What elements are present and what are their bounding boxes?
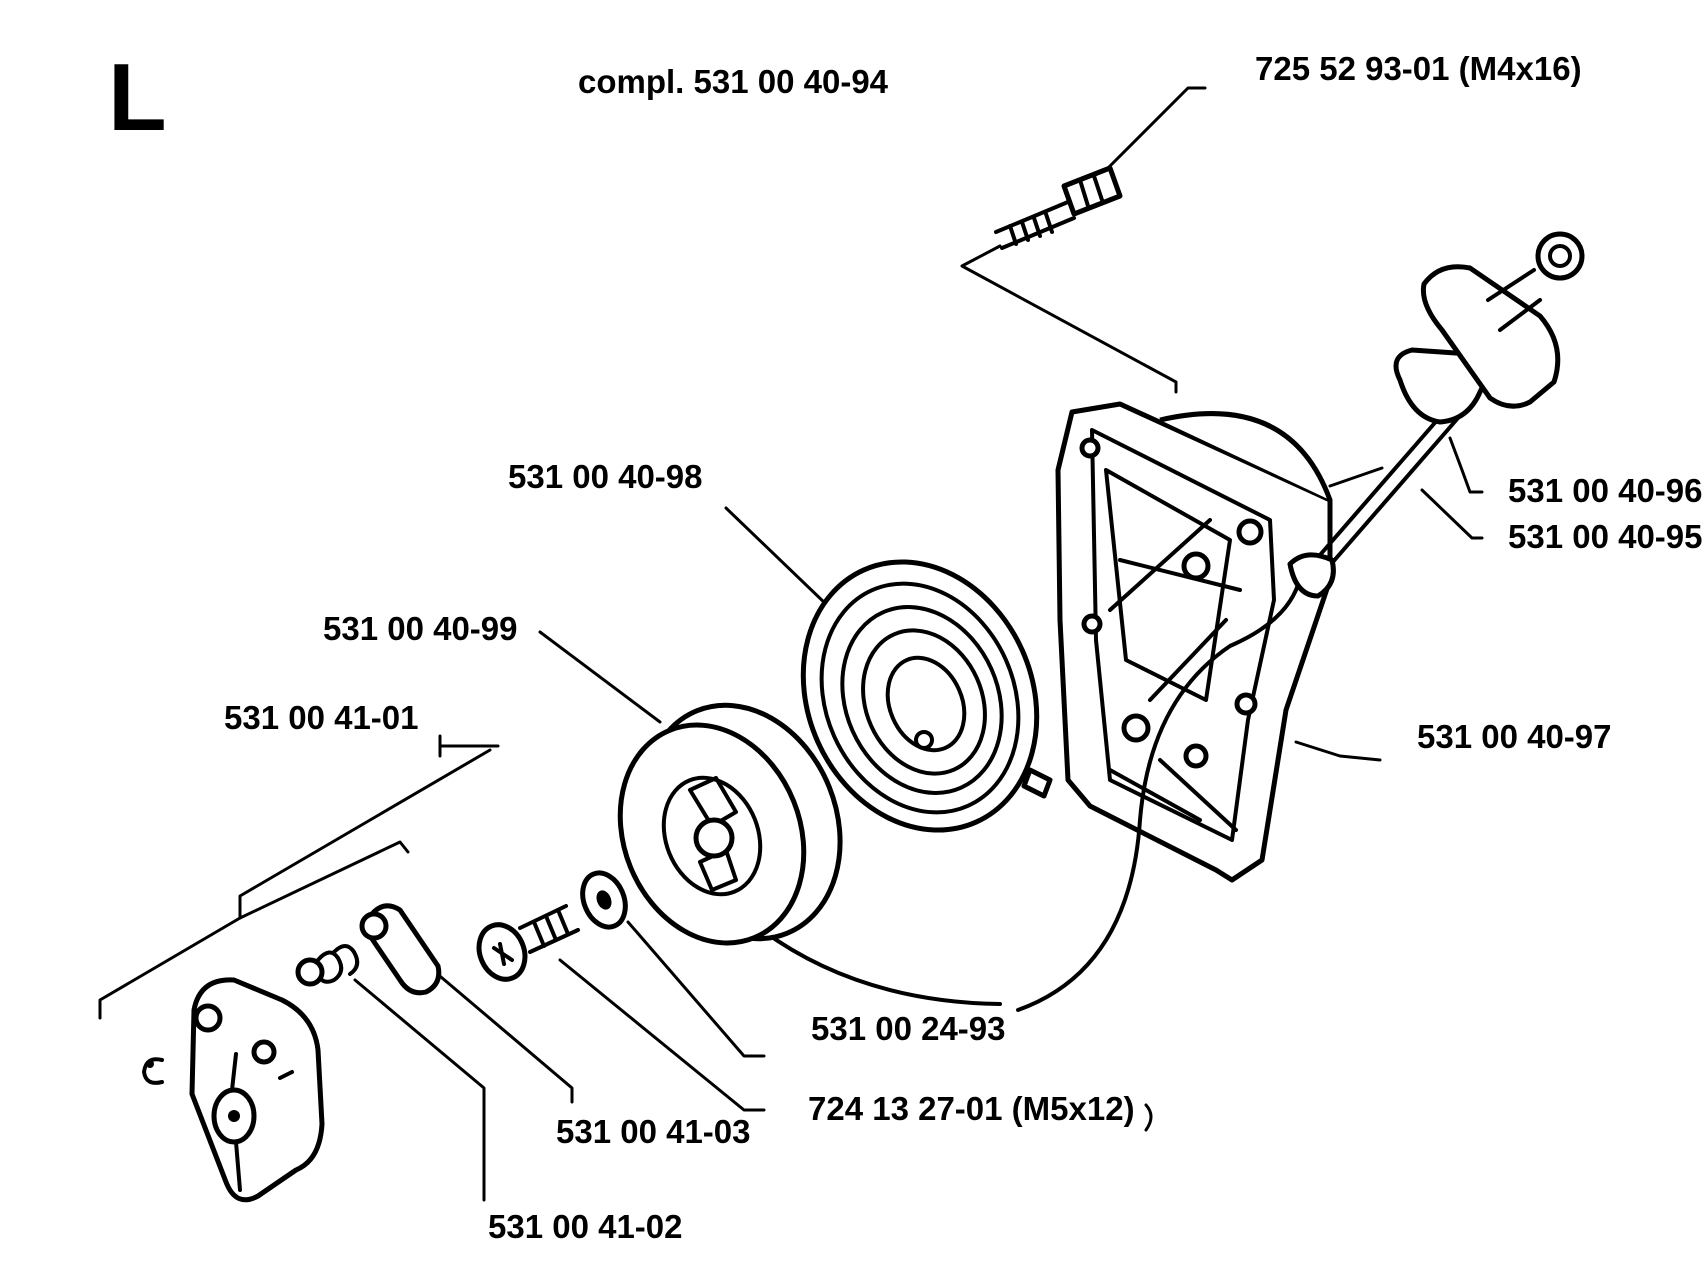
housing-hub [1181, 551, 1211, 581]
leader-rope-pulley [538, 630, 662, 724]
circlip [142, 1057, 164, 1085]
label-starter-rope: 531 00 40-95 [1508, 518, 1703, 555]
housing-hole-top-left [1079, 437, 1101, 459]
leader-starter-rope [1420, 488, 1484, 540]
starter-rope [760, 408, 1460, 1012]
retainer-group-bracket [98, 840, 410, 1020]
label-pawl-spring: 531 00 41-02 [488, 1208, 683, 1245]
pawl [359, 903, 442, 996]
rope-guide-bushing [1287, 552, 1336, 599]
housing-back-rim [1159, 411, 1333, 501]
housing-hole-right [1234, 692, 1258, 716]
pawl-spring-coil-2 [332, 944, 360, 976]
leader-rope-to-housing [1328, 466, 1384, 488]
center-screw [476, 904, 580, 982]
leader-pawl-spring [353, 978, 486, 1202]
pawl-pivot [359, 911, 389, 941]
recoil-spring [800, 559, 1053, 833]
section-letter: L [108, 44, 167, 151]
retainer-plate [189, 977, 325, 1203]
washer [580, 870, 628, 930]
label-retainer-group: 531 00 41-01 [224, 699, 419, 736]
handle-top-ring-inner [1548, 244, 1572, 268]
handle-grip-insert [1393, 347, 1488, 425]
pulley-hub [661, 775, 763, 897]
circlip-ring [142, 1057, 164, 1085]
center-screw-cross [492, 942, 514, 966]
top-screw [994, 165, 1123, 250]
housing-inner-frame [1090, 428, 1276, 842]
leader-lines [98, 86, 1484, 1202]
label-handle-grip: 531 00 40-96 [1508, 472, 1703, 509]
housing-hole-top-right [1236, 518, 1264, 546]
retainer-hole-left [193, 1003, 223, 1033]
housing-hole-mid-left [1081, 613, 1103, 635]
leader-recoil-spring [724, 506, 830, 608]
screw-head-slots [1078, 174, 1104, 208]
leader-screw-top [1106, 86, 1207, 170]
housing-hole-lower-left [1121, 713, 1151, 743]
leader-retainer-group [438, 734, 500, 758]
handle-top-ring [1535, 231, 1585, 281]
label-rope-part: 531 00 24-93 [811, 1010, 1006, 1047]
housing-ribs [1108, 518, 1242, 702]
retainer-center-hole [228, 1110, 240, 1122]
pulley-bore [693, 817, 735, 859]
leader-pawl [426, 964, 574, 1104]
retainer-side-mark [278, 1070, 294, 1080]
housing-hole-lower-right [1183, 743, 1209, 769]
pawl-spring-end [295, 957, 325, 987]
housing-lower-ribs [1108, 758, 1238, 832]
leader-retainer-bracket-stem [238, 748, 492, 920]
leader-starter-housing [1294, 740, 1382, 762]
housing-center-web [1104, 468, 1232, 702]
spring-outer-tab [1021, 767, 1053, 799]
pawl-spring [295, 944, 360, 987]
label-screw-top: 725 52 93-01 (M4x16) [1255, 50, 1582, 87]
starter-handle [1393, 231, 1585, 425]
spring-inner-coil [885, 655, 967, 753]
handle-grip [1420, 264, 1561, 409]
center-screw-shank [518, 904, 580, 954]
circlip-eye [146, 1060, 154, 1068]
screw-thread [1008, 212, 1054, 246]
label-assembly-complete: compl. 531 00 40-94 [578, 63, 889, 100]
label-center-screw: 724 13 27-01 (M5x12) [808, 1090, 1135, 1127]
closing-bracket-mark [1144, 1103, 1153, 1132]
screw-head [1061, 165, 1123, 217]
rope-through-housing [1016, 576, 1302, 1012]
spring-coil-3 [840, 605, 1004, 795]
rope-to-handle [1298, 408, 1460, 588]
handle-grip-ridges [1486, 268, 1542, 332]
spring-coil-2 [819, 581, 1021, 815]
label-recoil-spring: 531 00 40-98 [508, 458, 703, 495]
center-screw-thread [532, 908, 570, 948]
label-pawl: 531 00 41-03 [556, 1113, 751, 1150]
retainer-hole-right [251, 1039, 277, 1065]
label-rope-pulley: 531 00 40-99 [323, 610, 518, 647]
rope-lower-segment [760, 928, 1002, 1006]
pawl-spring-coil-1 [314, 950, 344, 984]
rope-pulley [617, 702, 843, 946]
retainer-plate-body [189, 977, 325, 1203]
label-starter-housing: 531 00 40-97 [1417, 718, 1612, 755]
leader-washer [626, 920, 766, 1058]
starter-housing [1055, 401, 1333, 883]
retainer-center-rib [230, 1052, 242, 1192]
leader-screw-to-housing [960, 244, 1178, 394]
leader-center-screw [558, 958, 766, 1112]
spring-hook [914, 730, 934, 750]
leader-handle-grip [1448, 436, 1484, 494]
spring-coil-4 [861, 628, 987, 776]
washer-hole [596, 890, 612, 910]
